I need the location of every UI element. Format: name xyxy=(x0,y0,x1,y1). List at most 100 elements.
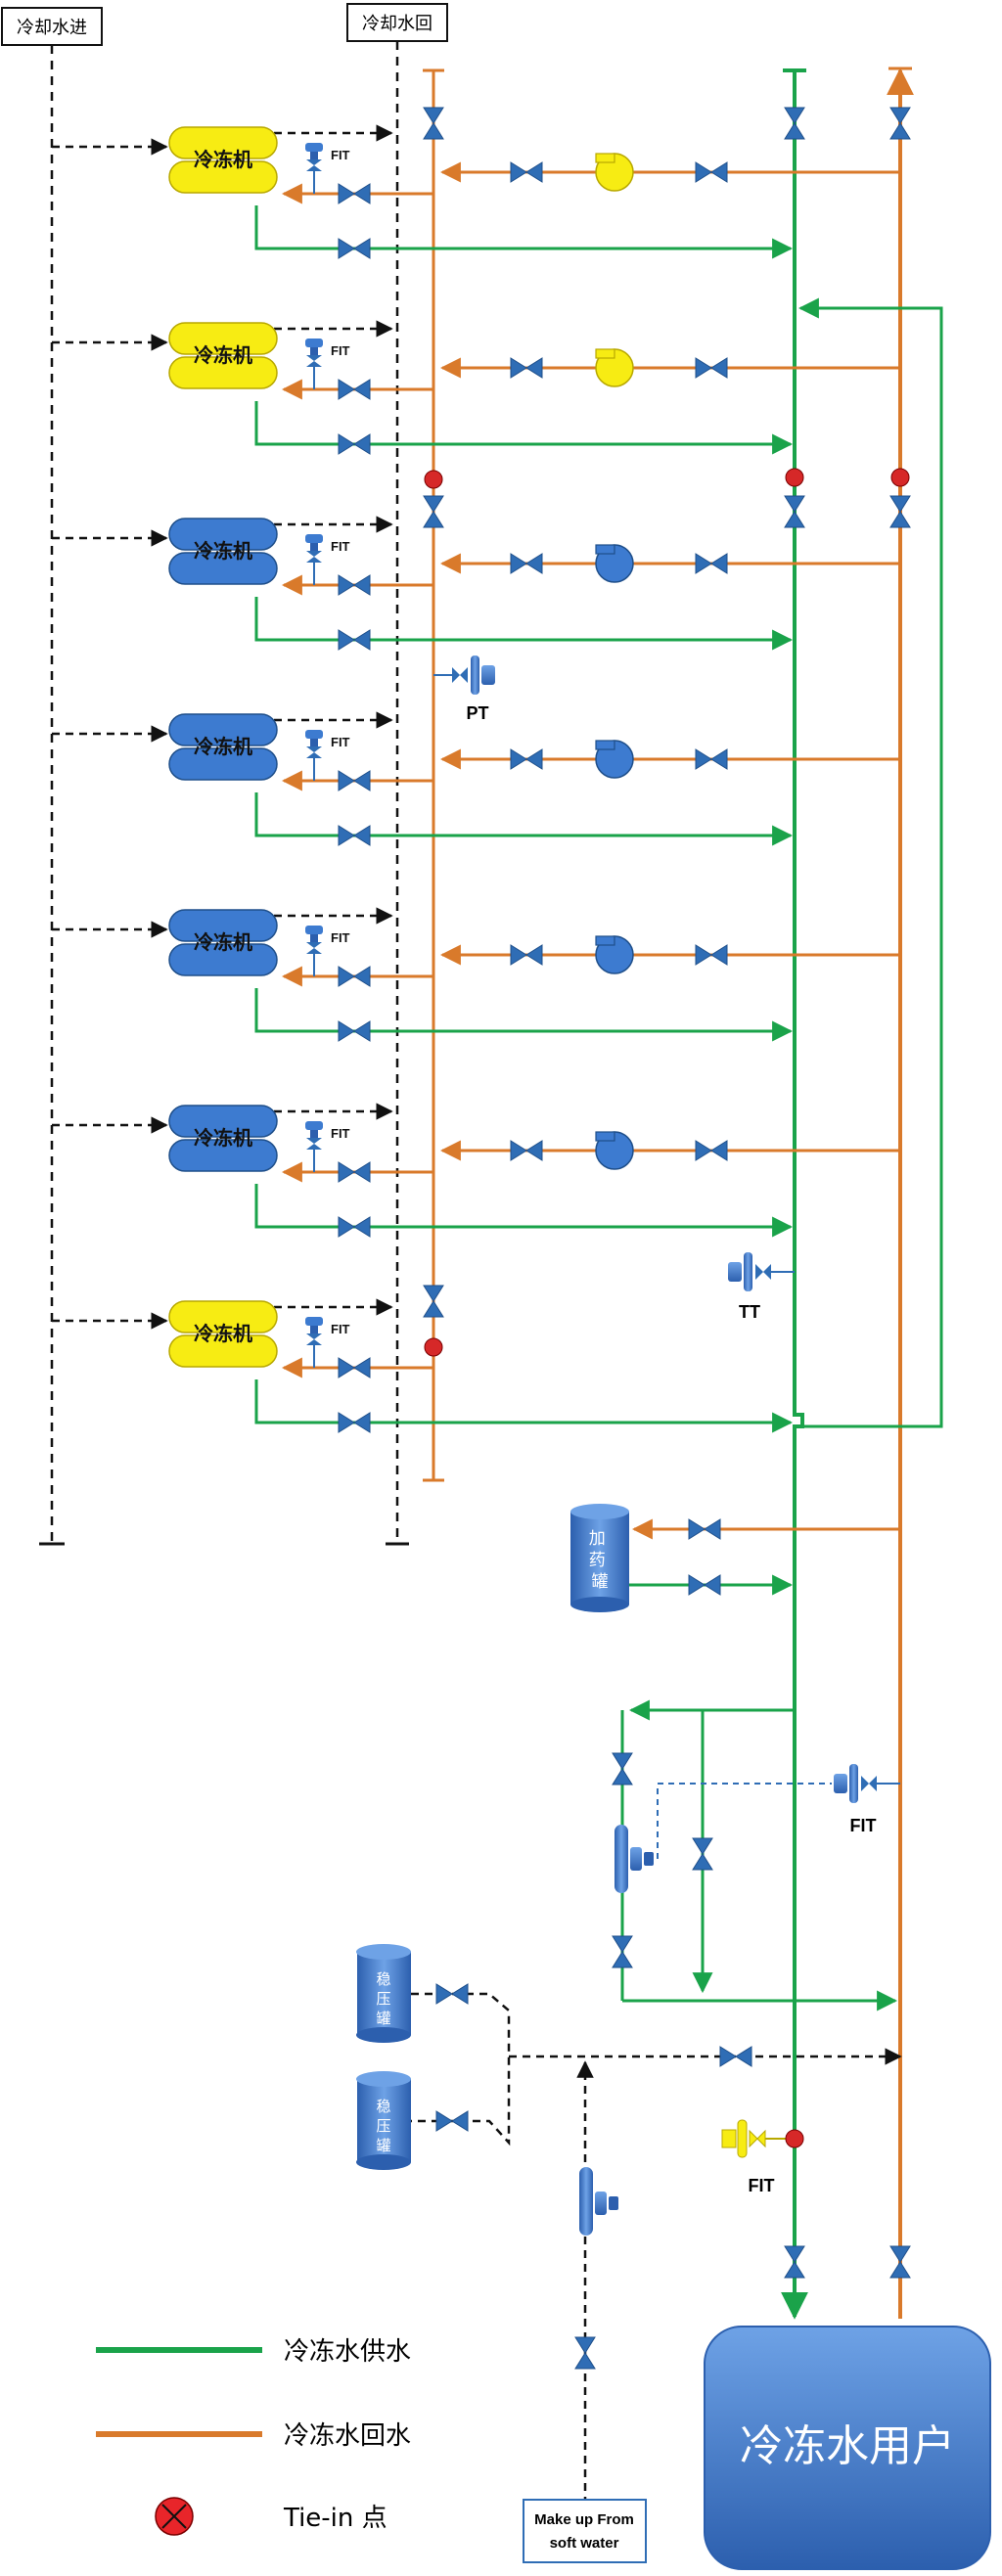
chiller-supply-valve-icon[interactable] xyxy=(338,1412,371,1433)
pump-inlet-valve-icon[interactable] xyxy=(510,748,543,770)
chiller-unit[interactable]: 冷冻机 xyxy=(168,909,278,976)
fit-flowmeter-icon: FIT xyxy=(305,730,350,781)
chiller-label: 冷冻机 xyxy=(194,148,252,171)
header-valve-icon[interactable] xyxy=(423,495,444,528)
pressure-tank-valve-icon[interactable] xyxy=(435,1983,469,2005)
pump-outlet-valve-icon[interactable] xyxy=(695,1140,728,1161)
legend-supply-label: 冷冻水供水 xyxy=(284,2337,411,2367)
fit-label: FIT xyxy=(331,735,350,749)
tie-in-point-icon xyxy=(785,468,804,487)
chiller-unit[interactable]: 冷冻机 xyxy=(168,126,278,194)
dosing-tank-label: 加 药 罐 xyxy=(589,1529,611,1592)
return-main-valve-icon[interactable] xyxy=(889,107,911,140)
fit-label: FIT xyxy=(331,1126,350,1141)
chiller-unit[interactable]: 冷冻机 xyxy=(168,518,278,585)
pump-inlet-valve-icon[interactable] xyxy=(510,553,543,574)
pump-row xyxy=(439,1131,900,1170)
makeup-valve-icon[interactable] xyxy=(719,2046,752,2067)
chiller-supply-valve-icon[interactable] xyxy=(338,629,371,651)
pump-outlet-valve-icon[interactable] xyxy=(695,161,728,183)
fit-bypass-label: FIT xyxy=(850,1816,877,1835)
header-valve-icon[interactable] xyxy=(423,107,444,140)
makeup-filter xyxy=(579,2167,618,2236)
chiller-return-valve-icon[interactable] xyxy=(338,966,371,987)
pump-inlet-valve-icon[interactable] xyxy=(510,161,543,183)
fit-label: FIT xyxy=(331,343,350,358)
fit-flowmeter-icon: FIT xyxy=(305,534,350,585)
fit-flowmeter-icon: FIT xyxy=(305,1317,350,1368)
pump-outlet-valve-icon[interactable] xyxy=(695,944,728,966)
pump-icon[interactable] xyxy=(595,740,634,779)
chiller-return-valve-icon[interactable] xyxy=(338,183,371,204)
chiller-supply-valve-icon[interactable] xyxy=(338,433,371,455)
chilled-water-user[interactable] xyxy=(704,2326,991,2570)
chiller-unit[interactable]: 冷冻机 xyxy=(168,1105,278,1172)
makeup-line1: Make up From xyxy=(534,2511,634,2528)
bypass-crossover-valve-icon[interactable] xyxy=(692,1837,713,1871)
return-main-valve-icon[interactable] xyxy=(889,495,911,528)
pressure-tank-1-label: 稳压罐 xyxy=(376,1970,390,2027)
fit-label: FIT xyxy=(331,148,350,162)
chiller-return-valve-icon[interactable] xyxy=(338,1357,371,1378)
fit-label: FIT xyxy=(331,539,350,554)
tt-label: TT xyxy=(739,1302,760,1322)
dosing-tank: 加 药 罐 xyxy=(570,1504,629,1612)
pump-outlet-valve-icon[interactable] xyxy=(695,553,728,574)
supply-main-pipe xyxy=(781,70,808,2320)
pump-outlet-valve-icon[interactable] xyxy=(695,748,728,770)
chiller-supply-valve-icon[interactable] xyxy=(338,1216,371,1238)
pump-row xyxy=(439,935,900,974)
chiller-unit[interactable]: 冷冻机 xyxy=(168,1300,278,1368)
pump-icon[interactable] xyxy=(595,1131,634,1170)
pump-inlet-valve-icon[interactable] xyxy=(510,944,543,966)
supply-outlet-valve-icon[interactable] xyxy=(784,2245,805,2279)
pump-icon[interactable] xyxy=(595,153,634,192)
dosing-return-valve-icon[interactable] xyxy=(688,1518,721,1540)
fit-main-instrument: FIT xyxy=(721,2119,795,2195)
pump-inlet-valve-icon[interactable] xyxy=(510,357,543,379)
legend-tiein-label: Tie-in 点 xyxy=(283,2504,387,2533)
chiller-row: 冷冻机 FIT xyxy=(168,1105,794,1238)
chiller-return-valve-icon[interactable] xyxy=(338,1161,371,1183)
pump-outlet-valve-icon[interactable] xyxy=(695,357,728,379)
fit-flowmeter-icon: FIT xyxy=(305,143,350,194)
chiller-row: 冷冻机 FIT xyxy=(168,713,794,846)
chiller-supply-valve-icon[interactable] xyxy=(338,238,371,259)
chiller-return-valve-icon[interactable] xyxy=(338,770,371,791)
chiller-return-valve-icon[interactable] xyxy=(338,379,371,400)
supply-main-valve-icon[interactable] xyxy=(784,495,805,528)
chiller-unit[interactable]: 冷冻机 xyxy=(168,322,278,389)
bypass-valve-icon[interactable] xyxy=(612,1935,633,1968)
chiller-unit[interactable]: 冷冻机 xyxy=(168,713,278,781)
fit-flowmeter-icon: FIT xyxy=(305,926,350,976)
bypass-loop-pipe xyxy=(795,297,943,1428)
fit-bypass-instrument: FIT xyxy=(834,1764,900,1835)
makeup-inlet-valve-icon[interactable] xyxy=(574,2336,596,2370)
chiller-label: 冷冻机 xyxy=(194,1126,252,1150)
legend-tiein-icon xyxy=(155,2497,194,2536)
fit-label: FIT xyxy=(331,1322,350,1336)
chiller-supply-valve-icon[interactable] xyxy=(338,825,371,846)
dosing-supply-valve-icon[interactable] xyxy=(688,1574,721,1596)
cooling-in-header-box xyxy=(1,7,103,46)
makeup-source-box xyxy=(523,2499,647,2563)
pump-icon[interactable] xyxy=(595,544,634,583)
legend-return-label: 冷冻水回水 xyxy=(284,2421,411,2451)
supply-main-valve-icon[interactable] xyxy=(784,107,805,140)
chiller-row: 冷冻机 FIT xyxy=(168,909,794,1042)
chiller-return-valve-icon[interactable] xyxy=(338,574,371,596)
pump-row xyxy=(439,544,900,583)
chiller-row: 冷冻机 FIT xyxy=(168,322,794,455)
pressure-tank-valve-icon[interactable] xyxy=(435,2110,469,2132)
fit-flowmeter-icon: FIT xyxy=(305,1121,350,1172)
return-inlet-valve-icon[interactable] xyxy=(889,2245,911,2279)
bypass-valve-icon[interactable] xyxy=(612,1752,633,1785)
chiller-supply-valve-icon[interactable] xyxy=(338,1020,371,1042)
pump-icon[interactable] xyxy=(595,935,634,974)
header-valve-icon[interactable] xyxy=(423,1285,444,1318)
pressure-tank-2-label: 稳压罐 xyxy=(376,2098,390,2154)
pt-label: PT xyxy=(466,703,488,723)
chiller-label: 冷冻机 xyxy=(194,343,252,367)
pump-icon[interactable] xyxy=(595,348,634,387)
pump-inlet-valve-icon[interactable] xyxy=(510,1140,543,1161)
